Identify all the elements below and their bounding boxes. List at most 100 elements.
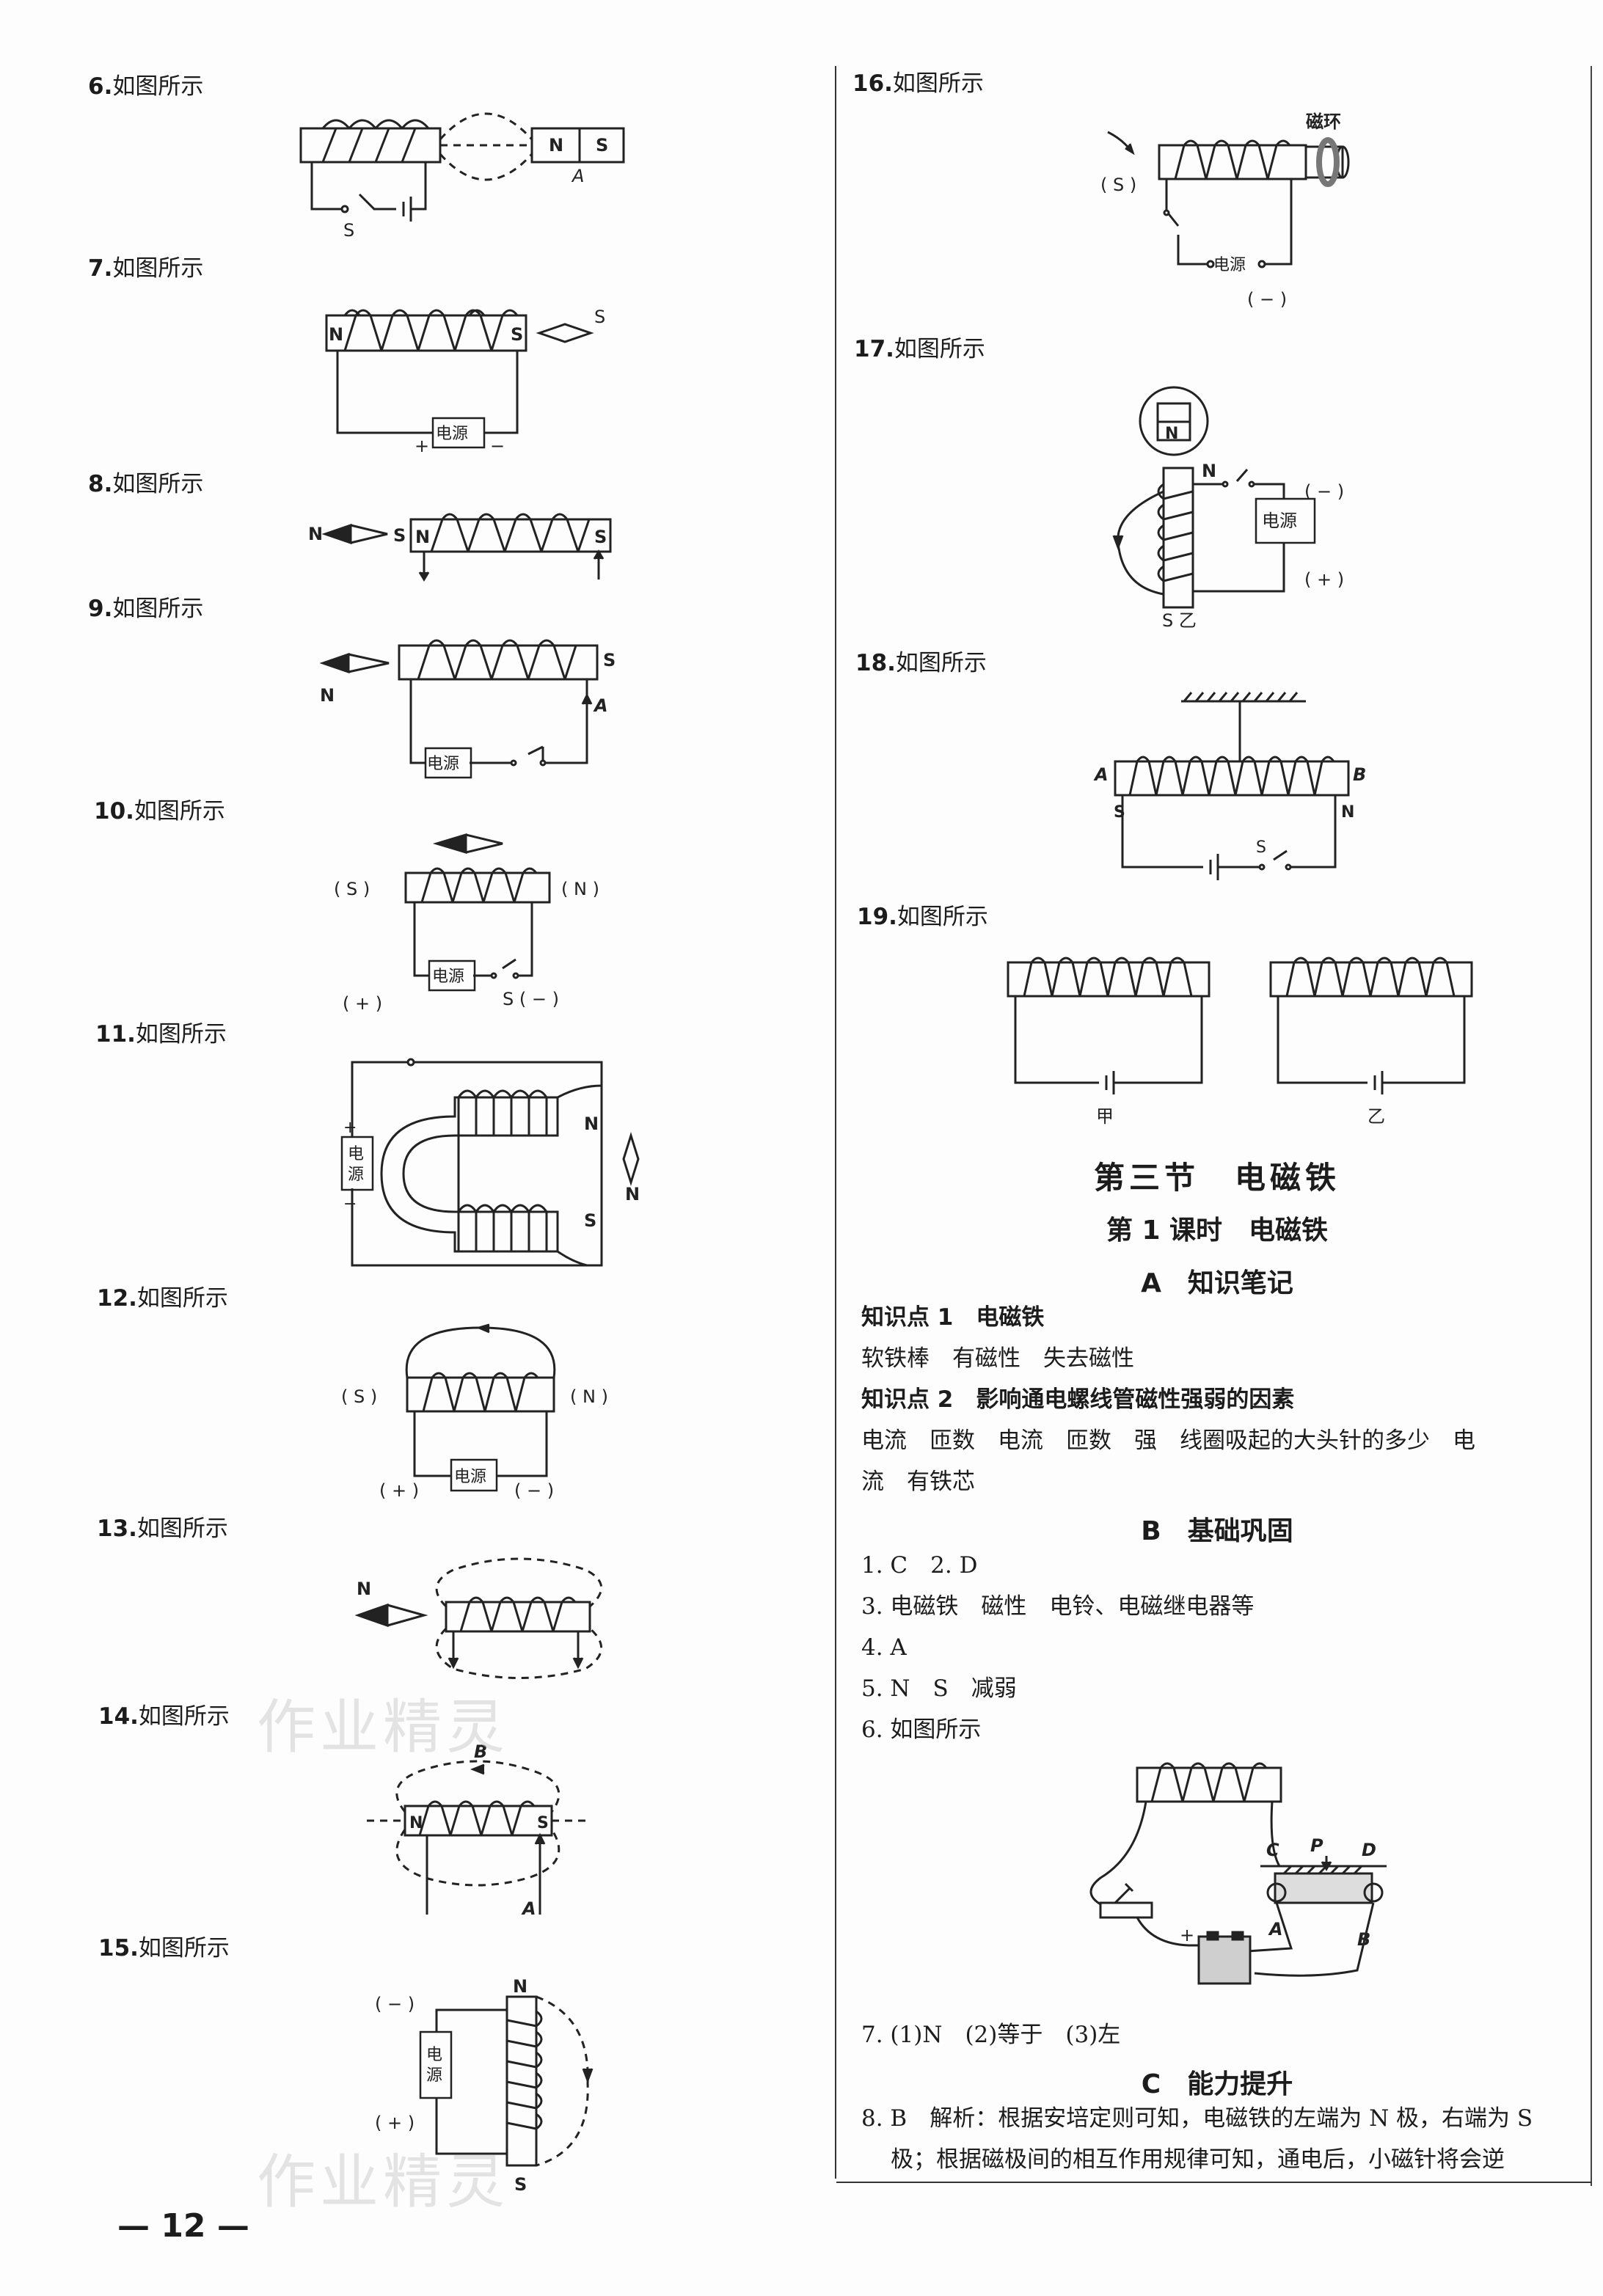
d9-S: S bbox=[603, 650, 616, 670]
d7-S-needle: S bbox=[594, 307, 605, 327]
d6-switch-S: S bbox=[343, 220, 354, 241]
d18-B: B bbox=[1353, 764, 1366, 785]
d12-minus-paren: ( − ) bbox=[514, 1480, 554, 1501]
item-10-label: 10.如图所示 bbox=[94, 798, 225, 825]
watermark-2: 作业精灵 bbox=[257, 2148, 509, 2216]
right-edge-line bbox=[1591, 66, 1592, 2186]
d18-S-end: S bbox=[1114, 803, 1125, 822]
d15-minus-paren: ( − ) bbox=[375, 1994, 415, 2014]
d17-power: 电源 bbox=[1262, 511, 1297, 531]
diagram-19: 甲 乙 bbox=[1007, 957, 1473, 1127]
db6-A: A bbox=[1268, 1919, 1283, 1939]
item-13-label: 13.如图所示 bbox=[97, 1516, 228, 1542]
d14-B: B bbox=[474, 1741, 487, 1762]
d8-S-needle: S bbox=[393, 525, 406, 546]
d11-plus: + bbox=[343, 1119, 357, 1137]
d16-power: 电源 bbox=[1213, 256, 1246, 274]
d17-N-needle: N bbox=[1165, 425, 1178, 443]
item-8-label: 8.如图所示 bbox=[88, 471, 204, 497]
answer-b-3: 3. 电磁铁 磁性 电铃、电磁继电器等 bbox=[861, 1593, 1255, 1620]
d7-S-coil: S bbox=[511, 324, 523, 345]
answer-b-5: 5. N S 减弱 bbox=[861, 1675, 1017, 1702]
answer-b-4: 4. A bbox=[861, 1634, 907, 1661]
kp1-heading: 知识点 1 电磁铁 bbox=[861, 1304, 1045, 1331]
d7-N: N bbox=[329, 324, 343, 345]
d11-minus: − bbox=[343, 1195, 357, 1213]
page-number: — 12 — bbox=[117, 2207, 249, 2245]
diagram-18: A B S N S bbox=[1093, 692, 1366, 880]
d15-power-1: 电 bbox=[426, 2046, 442, 2064]
diagram-13: N bbox=[354, 1557, 603, 1679]
d16-S-paren: ( S ) bbox=[1100, 175, 1136, 195]
d10-S-paren: ( S ) bbox=[334, 879, 370, 899]
item-9-label: 9.如图所示 bbox=[88, 596, 204, 622]
d16-minus-paren: ( − ) bbox=[1247, 289, 1287, 310]
part-a-heading: A 知识笔记 bbox=[1141, 1268, 1293, 1298]
d9-N: N bbox=[320, 685, 335, 706]
d7-power: 电源 bbox=[436, 425, 468, 443]
answer-rule bbox=[836, 2182, 1592, 2183]
d11-power-1: 电 bbox=[348, 1145, 364, 1163]
d11-N-needle: N bbox=[625, 1184, 640, 1204]
diagram-9: N S A 电源 bbox=[319, 639, 616, 779]
d11-N-coil: N bbox=[584, 1114, 599, 1134]
db6-D: D bbox=[1362, 1840, 1376, 1860]
d6-A: A bbox=[571, 166, 584, 186]
item-12-label: 12.如图所示 bbox=[97, 1285, 228, 1312]
db6-plus: + bbox=[1180, 1925, 1194, 1945]
d15-power-2: 源 bbox=[426, 2066, 442, 2085]
kp2-heading: 知识点 2 影响通电螺线管磁性强弱的因素 bbox=[861, 1386, 1295, 1413]
d17-minus-paren: ( − ) bbox=[1304, 481, 1344, 502]
column-divider bbox=[835, 66, 836, 2179]
answer-b-1: 1. C 2. D bbox=[861, 1552, 978, 1579]
d11-S-coil: S bbox=[584, 1210, 596, 1231]
lesson-title: 第 1 课时 电磁铁 bbox=[1106, 1215, 1329, 1246]
d18-N-end: N bbox=[1341, 803, 1354, 822]
item-17-label: 17.如图所示 bbox=[854, 336, 985, 362]
d15-plus-paren: ( + ) bbox=[375, 2113, 415, 2133]
d8-N-coil: N bbox=[415, 527, 430, 547]
d10-S-minus: S ( − ) bbox=[503, 989, 559, 1009]
d12-power: 电源 bbox=[454, 1468, 486, 1486]
item-6-label: 6.如图所示 bbox=[88, 73, 204, 100]
d15-N: N bbox=[513, 1976, 527, 1997]
kp1-text: 软铁棒 有磁性 失去磁性 bbox=[861, 1345, 1134, 1372]
diagram-12: ( S ) ( N ) 电源 ( + ) ( − ) bbox=[341, 1323, 608, 1501]
d10-N-paren: ( N ) bbox=[561, 879, 599, 899]
item-7-label: 7.如图所示 bbox=[88, 255, 204, 282]
d7-minus: − bbox=[490, 436, 505, 456]
d9-power: 电源 bbox=[427, 755, 459, 773]
db6-P: P bbox=[1310, 1835, 1323, 1856]
item-14-label: 14.如图所示 bbox=[98, 1703, 230, 1730]
item-18-label: 18.如图所示 bbox=[855, 650, 987, 676]
section-title: 第三节 电磁铁 bbox=[1093, 1160, 1340, 1196]
item-16-label: 16.如图所示 bbox=[852, 70, 984, 97]
d6-S: S bbox=[596, 135, 608, 156]
answer-c-8-line2: 极；根据磁极间的相互作用规律可知，通电后，小磁针将会逆 bbox=[891, 2146, 1505, 2173]
d11-power-2: 源 bbox=[348, 1166, 364, 1184]
d7-plus: + bbox=[415, 436, 429, 456]
item-19-label: 19.如图所示 bbox=[857, 904, 988, 930]
d16-magnet-ring: 磁环 bbox=[1306, 111, 1341, 132]
answer-c-8-line1: 8. B 解析：根据安培定则可知，电磁铁的左端为 N 极，右端为 S bbox=[861, 2105, 1533, 2132]
d10-plus-paren: ( + ) bbox=[343, 993, 382, 1014]
diagram-8: N S N S bbox=[308, 513, 612, 582]
d18-A: A bbox=[1093, 764, 1109, 785]
part-b-heading: B 基础巩固 bbox=[1141, 1516, 1293, 1546]
d14-S: S bbox=[537, 1814, 549, 1832]
d12-S-paren: ( S ) bbox=[341, 1386, 377, 1407]
d14-N: N bbox=[409, 1814, 423, 1832]
d17-S-yi: S 乙 bbox=[1162, 610, 1197, 631]
watermark-1: 作业精灵 bbox=[257, 1693, 509, 1761]
d8-S-coil: S bbox=[594, 527, 607, 547]
d19-jia: 甲 bbox=[1096, 1106, 1114, 1127]
d12-plus-paren: ( + ) bbox=[379, 1480, 419, 1501]
diagram-17: N N 电源 ( − ) ( + ) S 乙 bbox=[1112, 386, 1344, 631]
d10-power: 电源 bbox=[432, 968, 464, 986]
d19-yi: 乙 bbox=[1368, 1106, 1385, 1127]
d18-switch-S: S bbox=[1256, 838, 1266, 857]
d14-A: A bbox=[521, 1898, 536, 1919]
d17-plus-paren: ( + ) bbox=[1304, 569, 1344, 590]
d9-A: A bbox=[593, 695, 608, 716]
